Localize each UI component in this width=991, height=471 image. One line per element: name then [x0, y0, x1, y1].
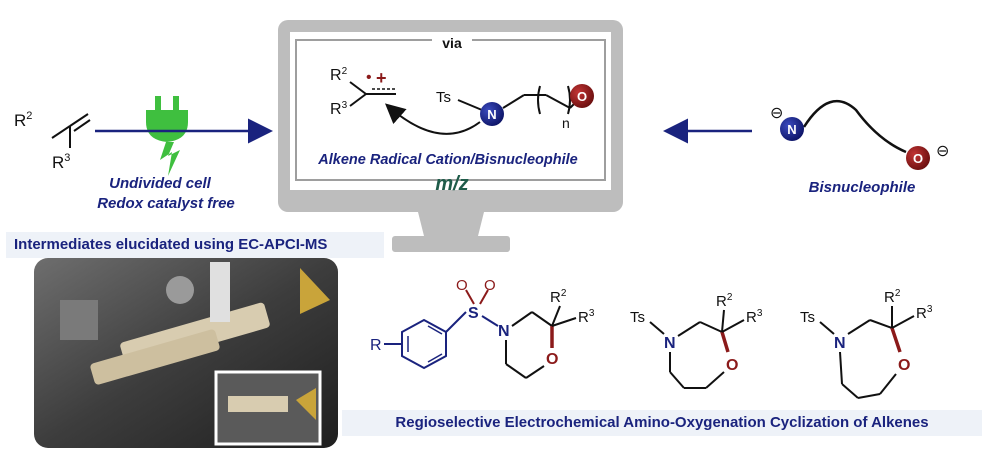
svg-text:O: O: [546, 351, 558, 368]
svg-text:N: N: [834, 335, 846, 352]
radical-cation: R2 R3 • +: [330, 66, 396, 118]
svg-text:O: O: [913, 151, 923, 166]
svg-text:O: O: [456, 277, 468, 294]
svg-text:O: O: [484, 277, 496, 294]
attack-arrow: [385, 103, 481, 135]
via-backdrop: [432, 34, 472, 50]
svg-text:R2: R2: [884, 288, 901, 306]
svg-text:S: S: [468, 305, 479, 322]
via-label: via: [442, 35, 462, 51]
svg-text:O: O: [726, 357, 738, 374]
svg-text:⊖: ⊖: [770, 105, 783, 122]
svg-text:N: N: [498, 323, 510, 340]
svg-text:+: +: [376, 68, 387, 88]
svg-text:R2: R2: [330, 66, 348, 84]
footer-title: Regioselective Electrochemical Amino-Oxy…: [342, 410, 982, 436]
monitor-frame: [278, 20, 623, 252]
tethered-bisnucleophile: Ts N O n: [436, 84, 594, 131]
svg-text:R2: R2: [716, 292, 733, 310]
note-undivided-cell: Undivided cell: [109, 175, 212, 192]
product-oxazepane: Ts N O R2 R3: [630, 292, 763, 389]
svg-text:n: n: [562, 115, 570, 131]
svg-text:Ts: Ts: [630, 309, 645, 326]
svg-text:•: •: [366, 69, 372, 86]
svg-text:R3: R3: [52, 152, 70, 172]
svg-text:R3: R3: [916, 304, 933, 322]
svg-text:R2: R2: [14, 110, 32, 130]
electrochemistry-plug-icon: [146, 96, 188, 176]
bisnucleophile-structure: N ⊖ O ⊖: [770, 99, 949, 170]
svg-text:R3: R3: [330, 100, 348, 118]
note-redox-free: Redox catalyst free: [97, 195, 235, 212]
svg-text:N: N: [664, 335, 676, 352]
setup-photo: [34, 258, 338, 448]
alkene-structure: R2 R3: [14, 110, 91, 172]
svg-text:R2: R2: [550, 288, 567, 306]
svg-text:Ts: Ts: [800, 309, 815, 326]
intermediate-label: Alkene Radical Cation/Bisnucleophile: [317, 152, 577, 168]
svg-text:R3: R3: [578, 308, 595, 326]
svg-text:O: O: [898, 357, 910, 374]
svg-text:N: N: [787, 122, 796, 137]
svg-text:N: N: [487, 107, 496, 122]
ms-banner: Intermediates elucidated using EC-APCI-M…: [6, 232, 384, 258]
svg-text:⊖: ⊖: [936, 143, 949, 160]
product-oxazocane: Ts N O R2 R3: [800, 288, 933, 399]
svg-text:R: R: [370, 337, 382, 354]
product-morpholine: R S O O N O R2 R3: [370, 277, 595, 379]
bisnucleophile-label: Bisnucleophile: [809, 179, 916, 196]
svg-text:R3: R3: [746, 308, 763, 326]
svg-text:Ts: Ts: [436, 89, 451, 106]
mz-label: m/z: [435, 173, 468, 195]
svg-text:O: O: [577, 89, 587, 104]
